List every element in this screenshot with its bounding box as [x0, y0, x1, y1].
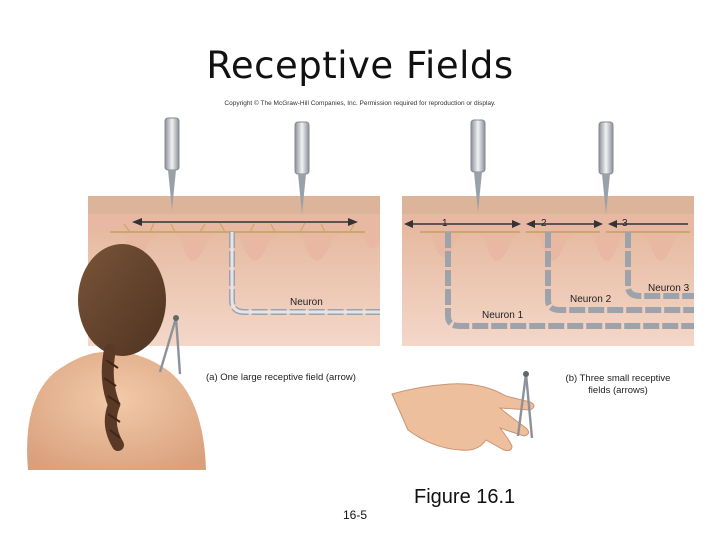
caption-a: (a) One large receptive field (arrow) — [206, 372, 356, 383]
woman-back-figure — [27, 244, 207, 470]
neuron-axon-a — [229, 232, 380, 315]
neuron-2-label: Neuron 2 — [570, 294, 612, 305]
receptive-field-arrow-a — [132, 218, 358, 226]
caption-b: (b) Three small receptive fields (arrows… — [548, 373, 688, 397]
hand-figure — [391, 383, 535, 451]
marker-3: 3 — [622, 218, 628, 229]
page-number: 16-5 — [343, 508, 368, 522]
caption-b-line1: (b) Three small receptive — [565, 373, 671, 384]
probe-needles — [164, 117, 614, 214]
marker-1: 1 — [442, 218, 448, 229]
neuron-label-a: Neuron — [290, 297, 323, 308]
two-point-caliper-a — [158, 315, 182, 375]
slide-title: Receptive Fields — [206, 44, 514, 87]
receptive-field-arrows-b — [404, 220, 688, 228]
figure-label: Figure 16.1 — [414, 486, 516, 508]
neuron-axons-b — [445, 232, 694, 329]
copyright-notice: Copyright © The McGraw-Hill Companies, I… — [224, 100, 496, 107]
neuron-3-label: Neuron 3 — [648, 283, 690, 294]
marker-2: 2 — [541, 218, 547, 229]
two-point-caliper-b — [516, 371, 534, 439]
caption-b-line2: fields (arrows) — [588, 385, 648, 396]
neuron-1-label: Neuron 1 — [482, 310, 524, 321]
